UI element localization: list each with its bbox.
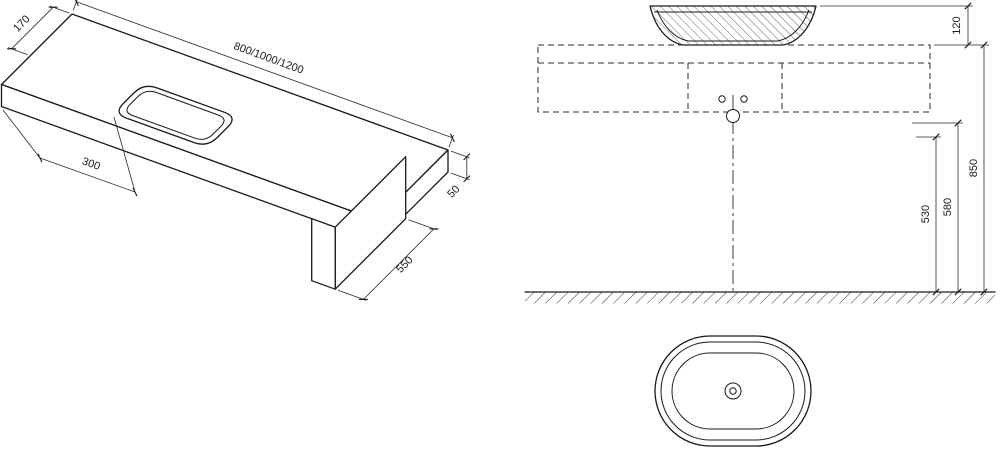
dim-height-580: 580 <box>912 119 963 296</box>
dim-label-300: 300 <box>80 155 101 173</box>
mounting-hole-left <box>718 95 726 103</box>
dim-label-530: 530 <box>920 205 932 223</box>
dim-thickness: 50 <box>445 150 471 200</box>
dim-ticks <box>463 153 471 183</box>
dim-ticks <box>980 41 988 296</box>
basin-rim-inner-line <box>660 341 806 441</box>
support-leg-front-face <box>311 218 336 290</box>
dim-ticks <box>954 119 962 296</box>
dim-label-580: 580 <box>942 198 954 216</box>
drain-top-view-inner <box>729 387 737 395</box>
dim-ticks <box>74 0 455 143</box>
floor-hatching <box>525 292 995 304</box>
basin-cutout <box>118 85 233 145</box>
mounting-holes <box>718 95 748 103</box>
countertop-hidden-outline <box>537 44 931 113</box>
dim-height-850: 850 <box>968 41 988 296</box>
basin-cutout-inner-edge <box>126 90 225 140</box>
basin-outer-rim <box>654 335 812 447</box>
drain-top-view <box>724 382 742 400</box>
dim-basin-height: 120 <box>820 2 989 49</box>
dim-ticks <box>37 153 138 197</box>
dim-cutout-offset: 300 <box>2 109 138 197</box>
front-elevation-view: 120 530 580 <box>524 2 996 304</box>
dim-ticks <box>932 133 940 296</box>
basin-top-view <box>654 335 812 447</box>
dim-ticks <box>7 6 58 50</box>
mounting-hole-right <box>740 95 748 103</box>
drain-outlet <box>726 109 740 123</box>
dim-label-50: 50 <box>445 183 462 200</box>
dim-ticks <box>964 2 972 49</box>
dim-label-850: 850 <box>968 159 980 177</box>
isometric-view: 170 800/1000/1200 300 <box>0 0 471 301</box>
support-leg <box>311 156 407 290</box>
washbasin-inner-rim <box>656 9 810 42</box>
countertop-dashed-rect <box>537 44 931 113</box>
basin-cutout-outer-edge <box>118 85 233 145</box>
dim-label-550: 550 <box>394 254 415 275</box>
dim-label-120: 120 <box>951 16 963 34</box>
dim-height-530: 530 <box>916 133 941 296</box>
basin-bowl-edge <box>671 352 795 430</box>
floor <box>524 291 996 304</box>
washbasin-front <box>649 5 817 46</box>
dim-ticks <box>358 228 439 300</box>
